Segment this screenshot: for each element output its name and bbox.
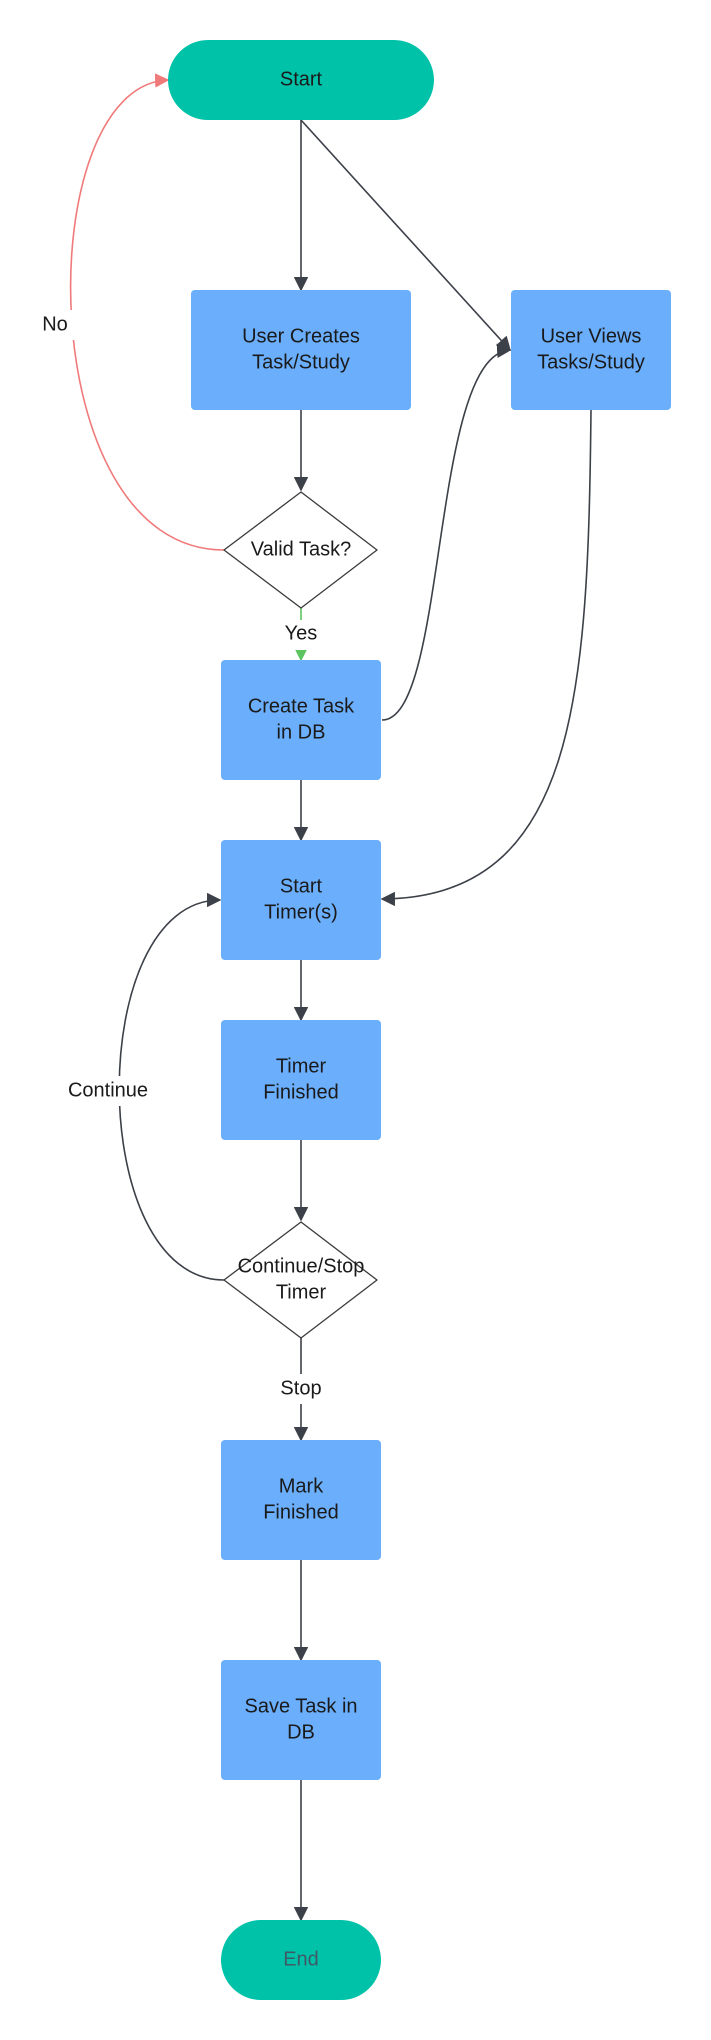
node-save-task-db-line1: Save Task in (244, 1695, 357, 1717)
node-user-creates-line2: Task/Study (252, 351, 350, 373)
node-start: Start (168, 40, 434, 120)
node-start-timer-line2: Timer(s) (264, 901, 338, 923)
node-user-views-line2: Tasks/Study (537, 351, 645, 373)
node-create-task-db-line1: Create Task (248, 695, 355, 717)
node-start-timer-line1: Start (280, 875, 323, 897)
edge-label-continue: Continue (68, 1079, 148, 1101)
edge-label-no: No (42, 313, 68, 335)
node-mark-finished: Mark Finished (221, 1440, 381, 1560)
node-user-creates: User Creates Task/Study (191, 290, 411, 410)
node-end-label: End (283, 1948, 319, 1970)
edge-label-yes: Yes (285, 622, 318, 644)
node-timer-finished-line1: Timer (276, 1055, 327, 1077)
node-save-task-db: Save Task in DB (221, 1660, 381, 1780)
node-user-views-line1: User Views (541, 325, 642, 347)
node-start-label: Start (280, 68, 323, 90)
node-valid-task: Valid Task? (223, 491, 378, 609)
node-timer-finished-line2: Finished (263, 1081, 339, 1103)
node-start-timer: Start Timer(s) (221, 840, 381, 960)
node-continue-stop: Continue/Stop Timer (223, 1221, 378, 1339)
node-mark-finished-line1: Mark (279, 1475, 324, 1497)
node-timer-finished: Timer Finished (221, 1020, 381, 1140)
edge-create-task-to-user-views (381, 343, 512, 721)
edge-label-stop: Stop (280, 1377, 321, 1399)
node-continue-stop-line1: Continue/Stop (238, 1255, 365, 1277)
node-user-creates-line1: User Creates (242, 325, 360, 347)
node-user-views: User Views Tasks/Study (511, 290, 671, 410)
node-save-task-db-line2: DB (287, 1721, 315, 1743)
node-valid-task-label: Valid Task? (251, 538, 351, 560)
node-continue-stop-line2: Timer (276, 1281, 327, 1303)
edge-user-views-to-start-timer (380, 409, 592, 907)
node-create-task-db-line2: in DB (277, 721, 326, 743)
edge-start-to-user-views (300, 119, 511, 352)
node-mark-finished-line2: Finished (263, 1501, 339, 1523)
node-end: End (221, 1920, 381, 2000)
node-create-task-db: Create Task in DB (221, 660, 381, 780)
edge-labels: No Yes Continue Stop (36, 310, 330, 1404)
